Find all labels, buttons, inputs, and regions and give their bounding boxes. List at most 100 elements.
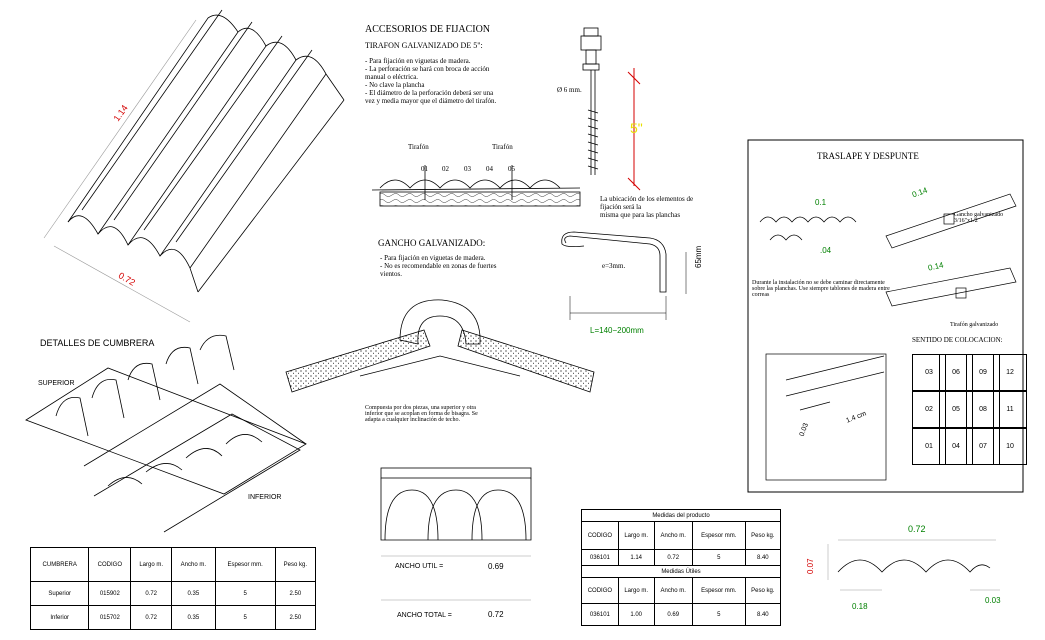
- tirafon-left-label: Tirafón: [408, 143, 429, 151]
- note-line: inferior que se acoplan en forma de bisa…: [365, 411, 478, 417]
- tirafon-galv-label: Tirafón galvanizado: [950, 322, 999, 328]
- table-header: Espesor mm.: [214, 547, 276, 582]
- note-line: - El diámetro de la perforación deberá s…: [365, 89, 494, 97]
- table-cell: 015702: [88, 605, 132, 630]
- overlap-title: TRASLAPE Y DESPUNTE: [817, 151, 919, 161]
- note-line: - No clave la plancha: [365, 81, 425, 89]
- hook-length: L=140−200mm: [590, 326, 644, 335]
- sequence-cell: 04: [939, 428, 973, 465]
- label-line: Gancho galvanizado: [954, 212, 1004, 218]
- accessories-title: ACCESORIOS DE FIJACION: [365, 24, 491, 35]
- table-title: Medidas del producto: [581, 509, 781, 522]
- table-header: Ancho m.: [653, 577, 693, 604]
- note-line: - La perforación se hará con broca de ac…: [365, 65, 490, 73]
- table-cell: 0.72: [130, 581, 173, 606]
- note-line: adapta a cualquier inclinación de techo.: [365, 417, 460, 423]
- ridge-title: DETALLES DE CUMBRERA: [40, 338, 155, 348]
- table-cell: 0.72: [130, 605, 173, 630]
- table-header: Peso kg.: [744, 577, 782, 604]
- note-line: correas: [752, 292, 770, 298]
- table-header: Peso kg.: [744, 521, 782, 550]
- ridge-table: CUMBRERA CODIGO Largo m. Ancho m. Espeso…: [29, 547, 317, 630]
- position-03: 03: [464, 165, 471, 173]
- ancho-total-value: 0.72: [488, 610, 504, 619]
- table-cell: 0.35: [171, 581, 216, 606]
- screw-diameter: Ø 6 mm.: [557, 86, 582, 94]
- product-table: Medidas del producto CODIGO Largo m. Anc…: [581, 509, 782, 626]
- sequence-cell: 07: [966, 428, 1000, 465]
- overlap-panel-frame: [747, 139, 1024, 493]
- note-line: - Para fijación en viguetas de madera.: [365, 57, 471, 65]
- note-line: sobre las planchas. Use siempre tablones…: [752, 286, 890, 292]
- note-line: vientos.: [380, 270, 402, 278]
- table-header: Ancho m.: [653, 521, 693, 550]
- note-line: manual o eléctrica.: [365, 73, 419, 81]
- sheet-dimension-lines: [43, 19, 197, 323]
- corrugated-sheet-drawing: [67, 9, 345, 293]
- sequence-cell: 06: [939, 354, 973, 391]
- table-cell: 0.35: [171, 605, 216, 630]
- position-05: 05: [508, 165, 515, 173]
- sequence-cell: 11: [993, 391, 1027, 428]
- table-header: CODIGO: [88, 547, 132, 582]
- section-height: 0.07: [806, 558, 815, 574]
- table-cell: 1.00: [617, 603, 655, 626]
- hook-title: GANCHO GALVANIZADO:: [378, 238, 486, 248]
- ridge-lower-label: INFERIOR: [248, 494, 282, 501]
- hook-drawing: [561, 231, 667, 293]
- note-line: Durante la instalación no se debe camina…: [752, 280, 885, 286]
- sequence-title: SENTIDO DE COLOCACION:: [912, 336, 1003, 344]
- sequence-cell: 09: [966, 354, 1000, 391]
- section-pitch: 0.18: [852, 602, 868, 611]
- section-width: 0.72: [908, 524, 926, 534]
- table-header: CODIGO: [581, 521, 619, 550]
- install-note: Durante la instalación no se debe camina…: [752, 280, 890, 298]
- location-note: La ubicación de los elementos de fijació…: [600, 195, 693, 219]
- tirafon-right-label: Tirafón: [492, 143, 513, 151]
- position-04: 04: [486, 165, 493, 173]
- table-cell: 5: [214, 605, 276, 630]
- note-line: misma que para las planchas: [600, 211, 681, 219]
- table-cell: 2.50: [274, 605, 317, 630]
- note-line: fijación será la: [600, 203, 642, 211]
- hook-height: 65mm: [694, 245, 703, 268]
- table-header: CODIGO: [581, 577, 619, 604]
- table-cell: 0.72: [653, 549, 693, 566]
- table-cell: 1.14: [617, 549, 655, 566]
- label-line: 3/16"x1/2: [954, 218, 978, 224]
- section-edge: 0.03: [985, 596, 1001, 605]
- note-line: - Para fijación en viguetas de madera.: [380, 254, 486, 262]
- sequence-cell: 03: [912, 354, 946, 391]
- position-02: 02: [442, 165, 449, 173]
- table-cell: Superior: [29, 581, 90, 606]
- table-title: Medidas Útiles: [581, 565, 781, 578]
- ridge-cap-drawing: [25, 334, 307, 533]
- table-cell: Inferior: [29, 605, 90, 630]
- section-profile-drawing: [827, 539, 1000, 591]
- ridge-section-drawing: [285, 299, 595, 393]
- table-header: Espesor mm.: [691, 521, 746, 550]
- sequence-cell: 12: [993, 354, 1027, 391]
- profile-dim-lines: [381, 555, 531, 601]
- fixing-section-drawing: [371, 165, 581, 207]
- note-line: Compuesta por dos piezas, una superior y…: [365, 405, 476, 411]
- table-cell: 5: [691, 549, 746, 566]
- table-header: Ancho m.: [171, 547, 216, 582]
- sequence-cell: 01: [912, 428, 946, 465]
- tirafon-subtitle: TIRAFON GALVANIZADO DE 5":: [365, 41, 483, 50]
- hook-dims: [569, 252, 687, 320]
- ridge-note: Compuesta por dos piezas, una superior y…: [365, 405, 478, 423]
- profile-section-drawing: [380, 467, 532, 541]
- sequence-cell: 05: [939, 391, 973, 428]
- overlap-drawings: [759, 193, 1017, 481]
- ancho-util-label: ANCHO UTIL =: [395, 563, 444, 570]
- table-cell: 8.40: [744, 549, 782, 566]
- ridge-upper-label: SUPERIOR: [38, 380, 75, 387]
- ancho-util-value: 0.69: [488, 562, 504, 571]
- table-cell: 036101: [581, 603, 619, 626]
- ancho-total-label: ANCHO TOTAL =: [397, 612, 452, 619]
- table-cell: 0.69: [653, 603, 693, 626]
- table-header: Largo m.: [617, 577, 655, 604]
- sequence-cell: 08: [966, 391, 1000, 428]
- note-line: vez y media mayor que el diámetro del ti…: [365, 97, 497, 105]
